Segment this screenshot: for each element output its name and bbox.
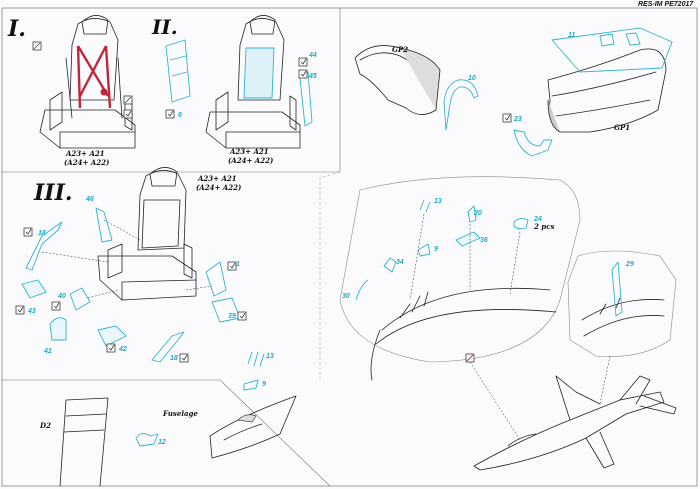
label-2pcs: 2 pcs bbox=[533, 222, 554, 231]
part-12-fairing bbox=[135, 433, 159, 447]
detail-bubble bbox=[339, 176, 581, 363]
label-fuselage: Fuselage bbox=[162, 409, 198, 418]
check-box-icon bbox=[227, 261, 237, 271]
part-42-bracket bbox=[97, 325, 127, 347]
part-number: 20 bbox=[473, 210, 482, 217]
part-1-lever bbox=[205, 261, 227, 297]
part-number: 18 bbox=[170, 355, 178, 362]
part-number: 30 bbox=[342, 293, 350, 300]
part-number: 10 bbox=[468, 75, 476, 82]
step-one-heading: I. bbox=[7, 16, 26, 42]
part-number: 12 bbox=[158, 439, 166, 446]
backrest-pe-panel bbox=[243, 47, 275, 99]
part-13-pins bbox=[247, 351, 265, 367]
step-two-heading: II. bbox=[151, 15, 178, 39]
part-36-plate bbox=[455, 231, 481, 247]
part-number: 42 bbox=[118, 346, 127, 353]
inset-bubble bbox=[567, 250, 677, 357]
seat-note-line-2: (A24+ A22) bbox=[228, 156, 273, 165]
seat-note-line-2: (A24+ A22) bbox=[64, 158, 109, 167]
seat-handle-marker bbox=[100, 88, 108, 96]
nose-section bbox=[209, 395, 297, 459]
seat-step-three bbox=[97, 167, 197, 301]
divider-lower-left bbox=[2, 379, 331, 487]
part-30-strip bbox=[355, 279, 369, 301]
part-number: 18 bbox=[38, 230, 46, 237]
check-box-icon bbox=[23, 227, 33, 237]
part-number: 41 bbox=[43, 348, 52, 355]
aircraft-overview bbox=[473, 375, 677, 471]
part-45-strip bbox=[299, 71, 313, 127]
seat-note-line-2: (A24+ A22) bbox=[196, 183, 241, 192]
part-number: 46 bbox=[85, 196, 94, 203]
part-number: 11 bbox=[568, 32, 575, 39]
check-box-icon bbox=[179, 353, 189, 363]
part-11-sill bbox=[551, 27, 673, 73]
cockpit-detail bbox=[370, 287, 557, 381]
part-number: 44 bbox=[308, 52, 317, 59]
part-number: 13 bbox=[266, 353, 274, 360]
part-number: 43 bbox=[27, 308, 36, 315]
check-box-icon bbox=[106, 343, 116, 353]
part-34-handle bbox=[383, 257, 397, 273]
part-number: 34 bbox=[396, 259, 404, 266]
check-box-icon bbox=[502, 113, 512, 123]
step-three-heading: III. bbox=[33, 180, 73, 206]
seat-note-line-1: A23+ A21 bbox=[197, 174, 237, 183]
part-number: 9 bbox=[262, 381, 266, 388]
check-box-icon bbox=[15, 305, 25, 315]
tail-fin bbox=[59, 397, 109, 487]
divider-dashed bbox=[319, 171, 341, 380]
part-23-handle bbox=[513, 129, 553, 157]
part-20-link bbox=[467, 205, 477, 223]
check-box-icon bbox=[51, 301, 61, 311]
part-40-clip bbox=[69, 287, 91, 311]
part-9-step-b bbox=[417, 243, 431, 257]
sheet-border bbox=[1, 7, 698, 487]
inset-detail bbox=[581, 297, 665, 337]
seat-step-two bbox=[205, 15, 301, 149]
check-box-icon bbox=[165, 109, 175, 119]
check-box-icon bbox=[298, 69, 308, 79]
seat-note-line-1: A23+ A21 bbox=[65, 149, 105, 158]
label-d2: D2 bbox=[39, 421, 51, 430]
check-box-icon bbox=[298, 57, 308, 67]
small-tool-icon bbox=[123, 109, 133, 119]
seat-belts bbox=[76, 45, 112, 109]
part-29-strip bbox=[611, 261, 623, 317]
label-gp1: GP1 bbox=[614, 123, 630, 132]
label-gp2: GP2 bbox=[392, 45, 408, 54]
part-43-bracket bbox=[21, 279, 47, 299]
part-number: 39 bbox=[228, 313, 236, 320]
part-number: 36 bbox=[480, 237, 488, 244]
part-6-panel bbox=[165, 39, 191, 103]
part-number: 45 bbox=[308, 73, 317, 80]
part-39-plate bbox=[211, 297, 241, 323]
part-24-ring bbox=[513, 217, 529, 230]
part-number: 24 bbox=[533, 216, 542, 223]
part-13-pins-b bbox=[419, 199, 431, 213]
part-number: 6 bbox=[178, 112, 182, 119]
part-18-rail-lower bbox=[151, 331, 185, 363]
part-number: 29 bbox=[625, 261, 634, 268]
canopy-main-part bbox=[547, 48, 667, 133]
part-41-pad bbox=[49, 317, 67, 341]
seat-step-one bbox=[39, 15, 136, 149]
canopy-rear-part bbox=[354, 45, 441, 115]
part-9-step bbox=[243, 379, 259, 391]
part-number: 13 bbox=[434, 198, 442, 205]
part-10-frame bbox=[443, 79, 479, 131]
part-number: 23 bbox=[513, 116, 522, 123]
check-box-icon bbox=[237, 311, 247, 321]
part-46-strip bbox=[95, 207, 113, 243]
sheet-code: RES-IM PE72017 bbox=[638, 1, 694, 8]
part-number: 9 bbox=[434, 246, 438, 253]
part-number: 1 bbox=[236, 261, 240, 268]
part-number: 40 bbox=[57, 293, 66, 300]
seat-note-line-1: A23+ A21 bbox=[229, 147, 269, 156]
part-18-rail bbox=[25, 221, 63, 271]
